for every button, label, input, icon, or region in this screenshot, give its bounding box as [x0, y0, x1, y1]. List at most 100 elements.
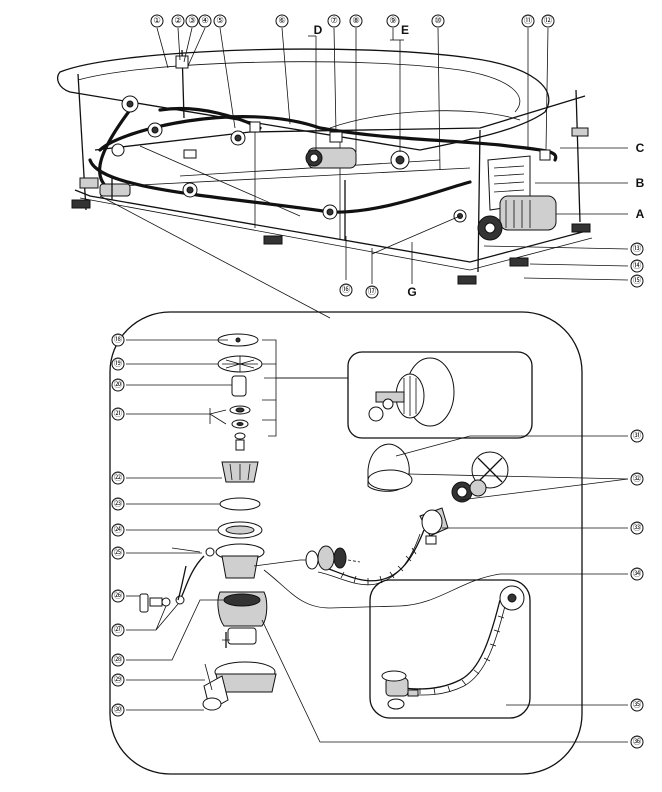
svg-text:③: ③ [188, 16, 196, 26]
svg-text:㉛: ㉛ [633, 431, 642, 441]
svg-text:⑦: ⑦ [330, 16, 338, 26]
callout-11: ⑪ [521, 14, 535, 28]
svg-text:㉗: ㉗ [114, 625, 123, 635]
callout-4: ④ [198, 14, 212, 28]
frame-cross-5 [119, 167, 471, 187]
jets [111, 95, 467, 223]
callout-15: ⑮ [630, 274, 644, 288]
top-callouts: ① ② ③ ④ ⑤ ⑥ ⑦ ⑧ ⑨ ⑩ ⑪ ⑫ ⑬ ⑭ ⑮ ⑯ ⑰ [150, 14, 644, 299]
water-pump [477, 195, 557, 241]
drain-front [99, 178, 131, 200]
tub-rim [57, 48, 550, 151]
svg-text:⑤: ⑤ [216, 16, 224, 26]
svg-text:⑯: ⑯ [342, 285, 351, 295]
callout-33: ㉝ [630, 521, 644, 535]
label-d: D [314, 23, 323, 37]
callout-30: ㉚ [111, 703, 125, 717]
inset-box [264, 351, 533, 439]
top-leaders [156, 27, 629, 284]
svg-text:㉑: ㉑ [114, 409, 123, 419]
callout-36: ㊱ [630, 735, 644, 749]
drain-parts [171, 333, 301, 711]
svg-text:㉕: ㉕ [114, 548, 123, 558]
callout-32: ㉜ [630, 472, 644, 486]
detail-frame [109, 311, 583, 775]
air-blower [305, 147, 357, 169]
svg-text:④: ④ [201, 16, 209, 26]
svg-text:①: ① [153, 16, 161, 26]
svg-text:㉞: ㉞ [633, 569, 642, 579]
frame-rail-top [94, 95, 586, 151]
svg-text:㉖: ㉖ [114, 591, 123, 601]
label-e: E [401, 23, 409, 37]
part-spindle [231, 375, 247, 397]
svg-text:⑧: ⑧ [352, 16, 360, 26]
inset-box-35 [369, 579, 531, 719]
svg-text:㉙: ㉙ [114, 675, 123, 685]
frame-rail-bottom [74, 189, 591, 263]
callout-20: ⑳ [111, 378, 125, 392]
callout-31: ㉛ [630, 429, 644, 443]
callout-14: ⑭ [630, 259, 644, 273]
bathtub-assembly [57, 48, 593, 285]
callout-34: ㉞ [630, 567, 644, 581]
svg-text:㉘: ㉘ [114, 655, 123, 665]
svg-text:㉓: ㉓ [114, 499, 123, 509]
callout-16: ⑯ [339, 283, 353, 297]
svg-text:⑪: ⑪ [524, 16, 533, 26]
callout-22: ㉒ [111, 471, 125, 485]
svg-text:②: ② [174, 16, 182, 26]
svg-text:⑱: ⑱ [114, 335, 123, 345]
callout-24: ㉔ [111, 523, 125, 537]
right-callouts: ㉛ ㉜ ㉝ ㉞ ㉟ ㊱ [630, 429, 644, 749]
callout-35: ㉟ [630, 698, 644, 712]
overflow-parts [300, 443, 531, 719]
svg-text:㉟: ㉟ [633, 700, 642, 710]
label-g: G [407, 285, 416, 299]
callout-18: ⑱ [111, 333, 125, 347]
callout-27: ㉗ [111, 623, 125, 637]
callout-9: ⑨ [386, 14, 400, 28]
svg-text:㉒: ㉒ [114, 473, 123, 483]
svg-text:⑭: ⑭ [633, 261, 642, 271]
right-leaders [261, 435, 629, 743]
svg-text:㊱: ㊱ [633, 737, 642, 747]
callout-29: ㉙ [111, 673, 125, 687]
tub-rim-inner [77, 61, 521, 113]
svg-text:⑬: ⑬ [633, 244, 642, 254]
callout-1: ① [150, 14, 164, 28]
callout-5: ⑤ [213, 14, 227, 28]
callout-12: ⑫ [541, 14, 555, 28]
svg-text:⑰: ⑰ [368, 287, 377, 297]
part-drain-body [221, 555, 259, 579]
label-c: C [636, 141, 645, 155]
callout-6: ⑥ [275, 14, 289, 28]
svg-text:⑮: ⑮ [633, 276, 642, 286]
svg-text:⑨: ⑨ [389, 16, 397, 26]
callout-25: ㉕ [111, 546, 125, 560]
callout-8: ⑧ [349, 14, 363, 28]
left-callouts: ⑱ ⑲ ⑳ ㉑ ㉒ ㉓ ㉔ ㉕ ㉖ ㉗ ㉘ ㉙ ㉚ [111, 333, 125, 717]
callout-26: ㉖ [111, 589, 125, 603]
callout-19: ⑲ [111, 357, 125, 371]
callout-17: ⑰ [365, 285, 379, 299]
svg-text:⑥: ⑥ [278, 16, 286, 26]
svg-text:⑳: ⑳ [114, 380, 123, 390]
tub-basin [329, 110, 521, 129]
label-b: B [636, 176, 645, 190]
support-feet [71, 127, 591, 285]
svg-text:㉝: ㉝ [633, 523, 642, 533]
left-leaders [126, 339, 348, 711]
svg-text:⑩: ⑩ [434, 16, 442, 26]
callout-2: ② [171, 14, 185, 28]
callout-28: ㉘ [111, 653, 125, 667]
label-a: A [636, 207, 645, 221]
svg-text:⑲: ⑲ [114, 359, 123, 369]
svg-text:㉔: ㉔ [114, 525, 123, 535]
callout-3: ③ [185, 14, 199, 28]
callout-23: ㉓ [111, 497, 125, 511]
callout-10: ⑩ [431, 14, 445, 28]
rail-fittings [175, 55, 551, 161]
